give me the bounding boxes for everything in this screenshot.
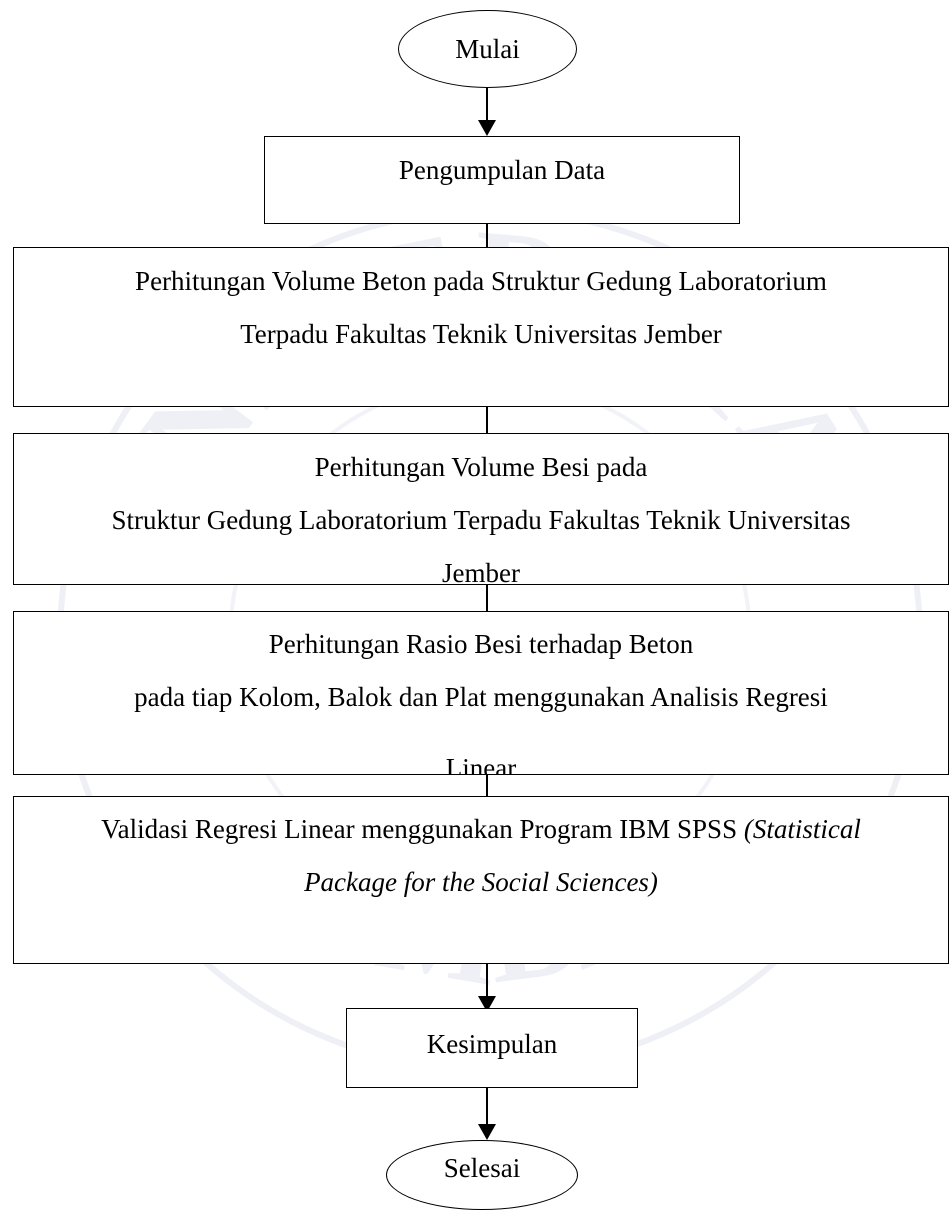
start-terminal: Mulai [398, 10, 577, 88]
step-spss-validation: Validasi Regresi Linear menggunakan Prog… [13, 796, 949, 964]
step-5-text-regular: Validasi Regresi Linear menggunakan Prog… [101, 814, 738, 844]
step-4-line-3: Linear [445, 753, 517, 775]
step-3-line-3: Jember [442, 558, 520, 585]
step-conclusion: Kesimpulan [346, 1008, 638, 1088]
step-steel-volume: Perhitungan Volume Besi pada Struktur Ge… [13, 433, 949, 585]
start-label: Mulai [455, 33, 520, 64]
flow-arrow-7 [477, 1088, 497, 1140]
step-2-line-2: Terpadu Fakultas Teknik Universitas Jemb… [240, 319, 722, 349]
flow-arrow-1 [477, 88, 497, 136]
step-6-line-1: Kesimpulan [426, 1029, 558, 1059]
step-2-line-1: Perhitungan Volume Beton pada Struktur G… [135, 266, 827, 296]
end-label: Selesai [443, 1153, 521, 1183]
step-4-line-1: Perhitungan Rasio Besi terhadap Beton [268, 629, 694, 659]
step-ratio-regression: Perhitungan Rasio Besi terhadap Beton pa… [13, 611, 949, 775]
step-5-text-italic: (Statistical [743, 814, 861, 844]
step-data-collection: Pengumpulan Data [264, 136, 740, 224]
step-5-text-italic-2: Package for the Social Sciences) [304, 867, 658, 897]
step-concrete-volume: Perhitungan Volume Beton pada Struktur G… [13, 247, 949, 407]
flow-arrow-6 [477, 964, 497, 1012]
step-5-line-1: Validasi Regresi Linear menggunakan Prog… [14, 816, 948, 843]
end-terminal: Selesai [386, 1140, 578, 1210]
step-5-line-2: Package for the Social Sciences) [14, 869, 948, 896]
step-3-line-2: Struktur Gedung Laboratorium Terpadu Fak… [111, 505, 851, 535]
step-1-line-1: Pengumpulan Data [398, 155, 606, 185]
step-3-line-1: Perhitungan Volume Besi pada [314, 452, 648, 482]
step-4-line-2: pada tiap Kolom, Balok dan Plat mengguna… [134, 682, 828, 712]
